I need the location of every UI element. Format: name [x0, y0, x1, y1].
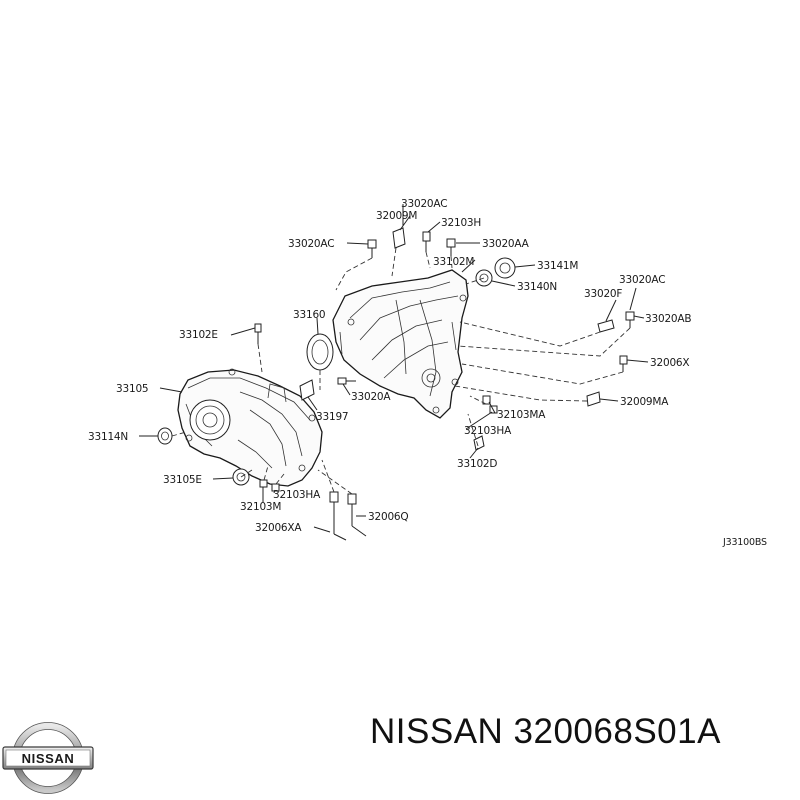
plug-32103M	[259, 479, 268, 488]
sensor-33102E	[254, 323, 262, 344]
product-title: NISSAN 320068S01A	[370, 712, 721, 751]
label-33160: 33160	[293, 309, 325, 321]
label-33102E: 33102E	[179, 329, 218, 341]
assembly-dashed-lines	[171, 247, 631, 495]
plug-32103HA-low	[271, 483, 280, 492]
nissan-logo: NISSAN	[2, 722, 94, 794]
sensor-33102D	[473, 435, 485, 451]
diagram-code: J33100BS	[722, 537, 767, 548]
bolt-33020AB	[625, 311, 635, 328]
label-32103HA-low: 32103HA	[273, 489, 321, 501]
label-32103M: 32103M	[240, 501, 281, 513]
label-33197: 33197	[316, 411, 348, 423]
label-33105E: 33105E	[163, 474, 202, 486]
gasket-ring-33160	[306, 333, 334, 371]
seal-33141M	[494, 257, 516, 279]
bolt-33020AA	[446, 238, 456, 256]
label-32103HA-mid: 32103HA	[464, 425, 512, 437]
oil-seal-33114N	[157, 427, 173, 445]
label-32103H: 32103H	[441, 217, 481, 229]
label-32103MA: 32103MA	[497, 409, 546, 421]
label-33114N: 33114N	[88, 431, 128, 443]
label-33141M: 33141M	[537, 260, 578, 272]
label-33020A: 33020A	[351, 391, 391, 403]
label-33102M: 33102M	[433, 256, 474, 268]
label-33140N: 33140N	[517, 281, 557, 293]
transfer-case-exploded-diagram: 33020AC 32009M 32103H 33020AC 33020AA 33…	[88, 198, 767, 548]
label-33020AC-left: 33020AC	[288, 238, 334, 250]
switch-32006X	[619, 355, 628, 372]
plug-32103MA	[482, 395, 491, 405]
label-32006Q: 32006Q	[368, 511, 408, 523]
label-32009MA: 32009MA	[620, 396, 669, 408]
bolt-33020AC-left	[367, 239, 377, 258]
label-32006XA: 32006XA	[255, 522, 302, 534]
bracket-33197	[299, 379, 315, 401]
logo-wordmark: NISSAN	[22, 751, 75, 766]
label-33102D: 33102D	[457, 458, 497, 470]
label-33020AC-top: 33020AC	[401, 198, 447, 210]
bracket-32009MA	[586, 391, 601, 407]
leader-lines	[139, 204, 649, 533]
front-case-housing	[177, 368, 323, 487]
rear-case-housing	[332, 269, 469, 419]
switch-32006Q	[347, 493, 367, 537]
bracket-32009M	[392, 227, 406, 249]
switch-32006XA	[329, 491, 347, 541]
plug-32103H	[422, 231, 431, 252]
label-33020AC-right: 33020AC	[619, 274, 665, 286]
label-32006X: 32006X	[650, 357, 689, 369]
label-32009M: 32009M	[376, 210, 417, 222]
label-33020AA: 33020AA	[482, 238, 530, 250]
part-labels: 33020AC 32009M 32103H 33020AC 33020AA 33…	[88, 198, 767, 548]
label-33020AB: 33020AB	[645, 313, 691, 325]
label-33020F: 33020F	[584, 288, 622, 300]
bracket-33020F	[597, 319, 615, 333]
label-33105: 33105	[116, 383, 148, 395]
bolt-33020A	[337, 377, 356, 385]
